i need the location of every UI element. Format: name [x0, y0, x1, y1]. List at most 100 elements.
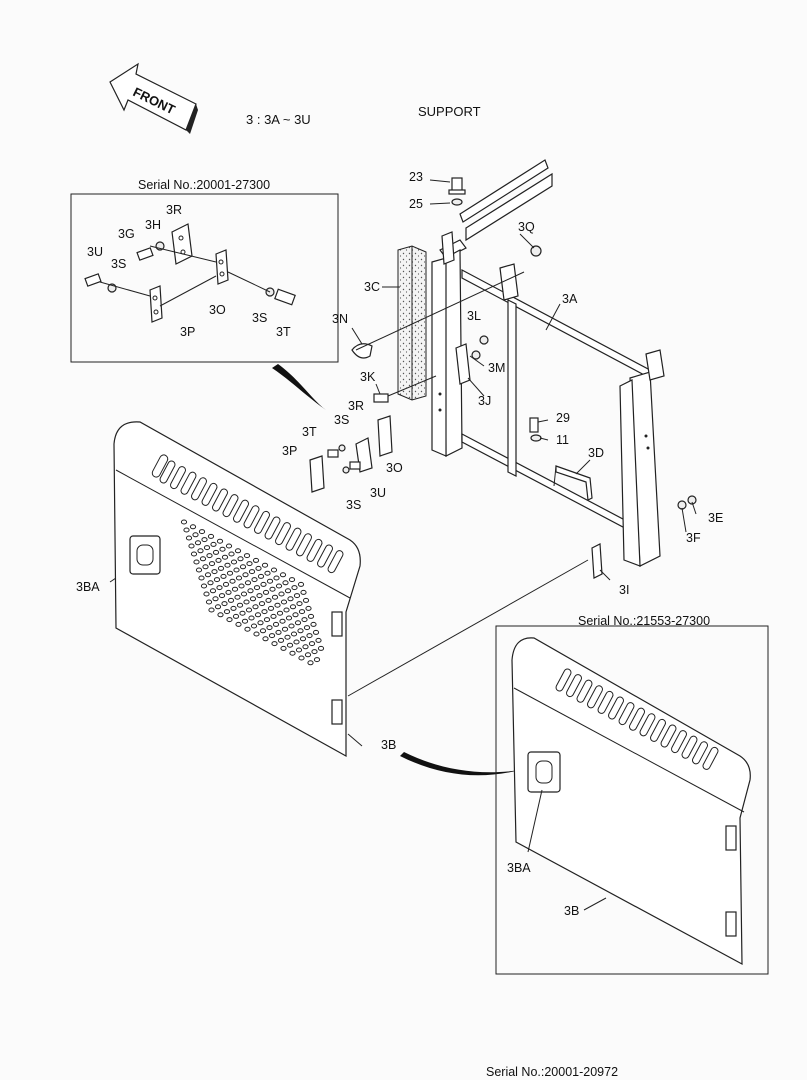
- louver-slot: [327, 550, 344, 574]
- callout-3N: 3N: [332, 312, 348, 326]
- vent-hole: [242, 572, 249, 578]
- vent-hole: [269, 586, 276, 592]
- vent-hole: [236, 602, 244, 608]
- vent-hole: [204, 572, 212, 578]
- vent-hole: [281, 626, 289, 632]
- vent-hole: [230, 559, 238, 565]
- vent-hole: [259, 628, 267, 634]
- vent-hole: [265, 597, 272, 603]
- vent-hole: [229, 578, 236, 584]
- callout-swoosh-left: [272, 364, 326, 410]
- footer-serial: Serial No.:20001-20972: [486, 1065, 618, 1079]
- vent-hole: [183, 527, 190, 533]
- callout-3BA: 3BA: [76, 580, 100, 594]
- vent-hole: [251, 577, 258, 583]
- louver-slot: [692, 741, 708, 765]
- louver-slot: [243, 505, 260, 529]
- page-title: SUPPORT: [418, 104, 481, 119]
- vent-hole: [206, 553, 213, 559]
- vent-hole: [280, 599, 288, 605]
- vent-hole: [279, 572, 287, 578]
- vent-hole: [312, 629, 320, 635]
- vent-hole: [260, 581, 267, 587]
- vent-hole: [212, 549, 220, 555]
- vent-hole: [289, 604, 297, 610]
- vent-hole: [212, 596, 219, 602]
- louver-slots: [151, 454, 169, 478]
- louver-slot: [180, 471, 197, 495]
- vent-hole: [286, 642, 294, 648]
- vent-hole: [282, 580, 289, 586]
- frame-rails: [459, 159, 553, 242]
- vent-hole: [216, 538, 224, 544]
- vent-hole: [188, 543, 195, 549]
- vent-hole: [275, 629, 282, 635]
- vent-hole: [245, 607, 253, 613]
- louver-slot: [702, 746, 719, 770]
- inset-callout-3H: 3H: [145, 218, 161, 232]
- vent-hole: [221, 601, 228, 607]
- handle-recess: [527, 751, 561, 793]
- vent-hole: [221, 554, 229, 560]
- inset-callout-3U: 3U: [87, 245, 103, 259]
- louver-slot: [629, 707, 645, 731]
- louver-slot: [650, 718, 666, 742]
- vent-hole: [230, 605, 237, 611]
- vent-hole: [203, 591, 210, 597]
- callout-3O: 3O: [386, 461, 403, 475]
- callout-3P: 3P: [282, 444, 297, 458]
- vent-hole: [266, 578, 274, 584]
- handle-recess: [129, 535, 161, 575]
- vent-hole: [302, 644, 309, 650]
- vent-hole: [190, 551, 198, 557]
- louver-slot: [233, 499, 249, 523]
- vent-hole: [200, 583, 208, 589]
- vent-hole: [287, 596, 294, 602]
- vent-hole: [307, 613, 315, 619]
- vent-hole: [225, 543, 233, 549]
- inset-box-bottom-right: [495, 625, 769, 975]
- inset-bracket-parts: [84, 223, 296, 323]
- louver-slot: [608, 696, 624, 720]
- vent-hole: [270, 567, 278, 573]
- vent-hole: [274, 602, 281, 608]
- callout-3D: 3D: [588, 446, 604, 460]
- vent-hole: [192, 532, 199, 538]
- vent-hole: [223, 609, 231, 615]
- range-label: 3 : 3A ~ 3U: [246, 112, 311, 127]
- vent-hole: [243, 599, 250, 605]
- vent-hole: [271, 641, 278, 647]
- vent-hole: [276, 610, 284, 616]
- callout-3S-lower: 3S: [346, 498, 361, 512]
- vent-hole: [298, 655, 305, 661]
- vent-hole: [193, 559, 200, 565]
- vent-hole: [293, 639, 300, 645]
- vent-hole: [247, 588, 254, 594]
- vent-hole: [284, 634, 291, 640]
- louver-slot: [671, 730, 687, 754]
- vent-hole: [299, 636, 307, 642]
- vent-hole: [234, 594, 241, 600]
- louver-slot: [317, 544, 333, 568]
- vent-hole: [257, 620, 264, 626]
- vent-hole: [297, 581, 305, 587]
- vent-hole: [203, 545, 211, 551]
- vent-hole: [267, 605, 275, 611]
- vent-hole: [241, 618, 249, 624]
- vent-hole: [266, 625, 273, 631]
- callout-11: 11: [556, 433, 569, 447]
- vent-hole: [194, 540, 202, 546]
- louver-slot: [618, 702, 635, 726]
- vent-hole: [228, 551, 235, 557]
- louver-slot: [212, 488, 228, 512]
- vent-hole: [246, 561, 253, 567]
- vent-hole: [207, 580, 214, 586]
- vent-hole: [293, 593, 301, 599]
- vent-hole: [254, 612, 262, 618]
- vent-hole: [234, 548, 242, 554]
- vent-hole: [295, 647, 303, 653]
- louver-slot: [576, 679, 593, 703]
- callout-3R: 3R: [348, 399, 364, 413]
- callout-3C: 3C: [364, 280, 380, 294]
